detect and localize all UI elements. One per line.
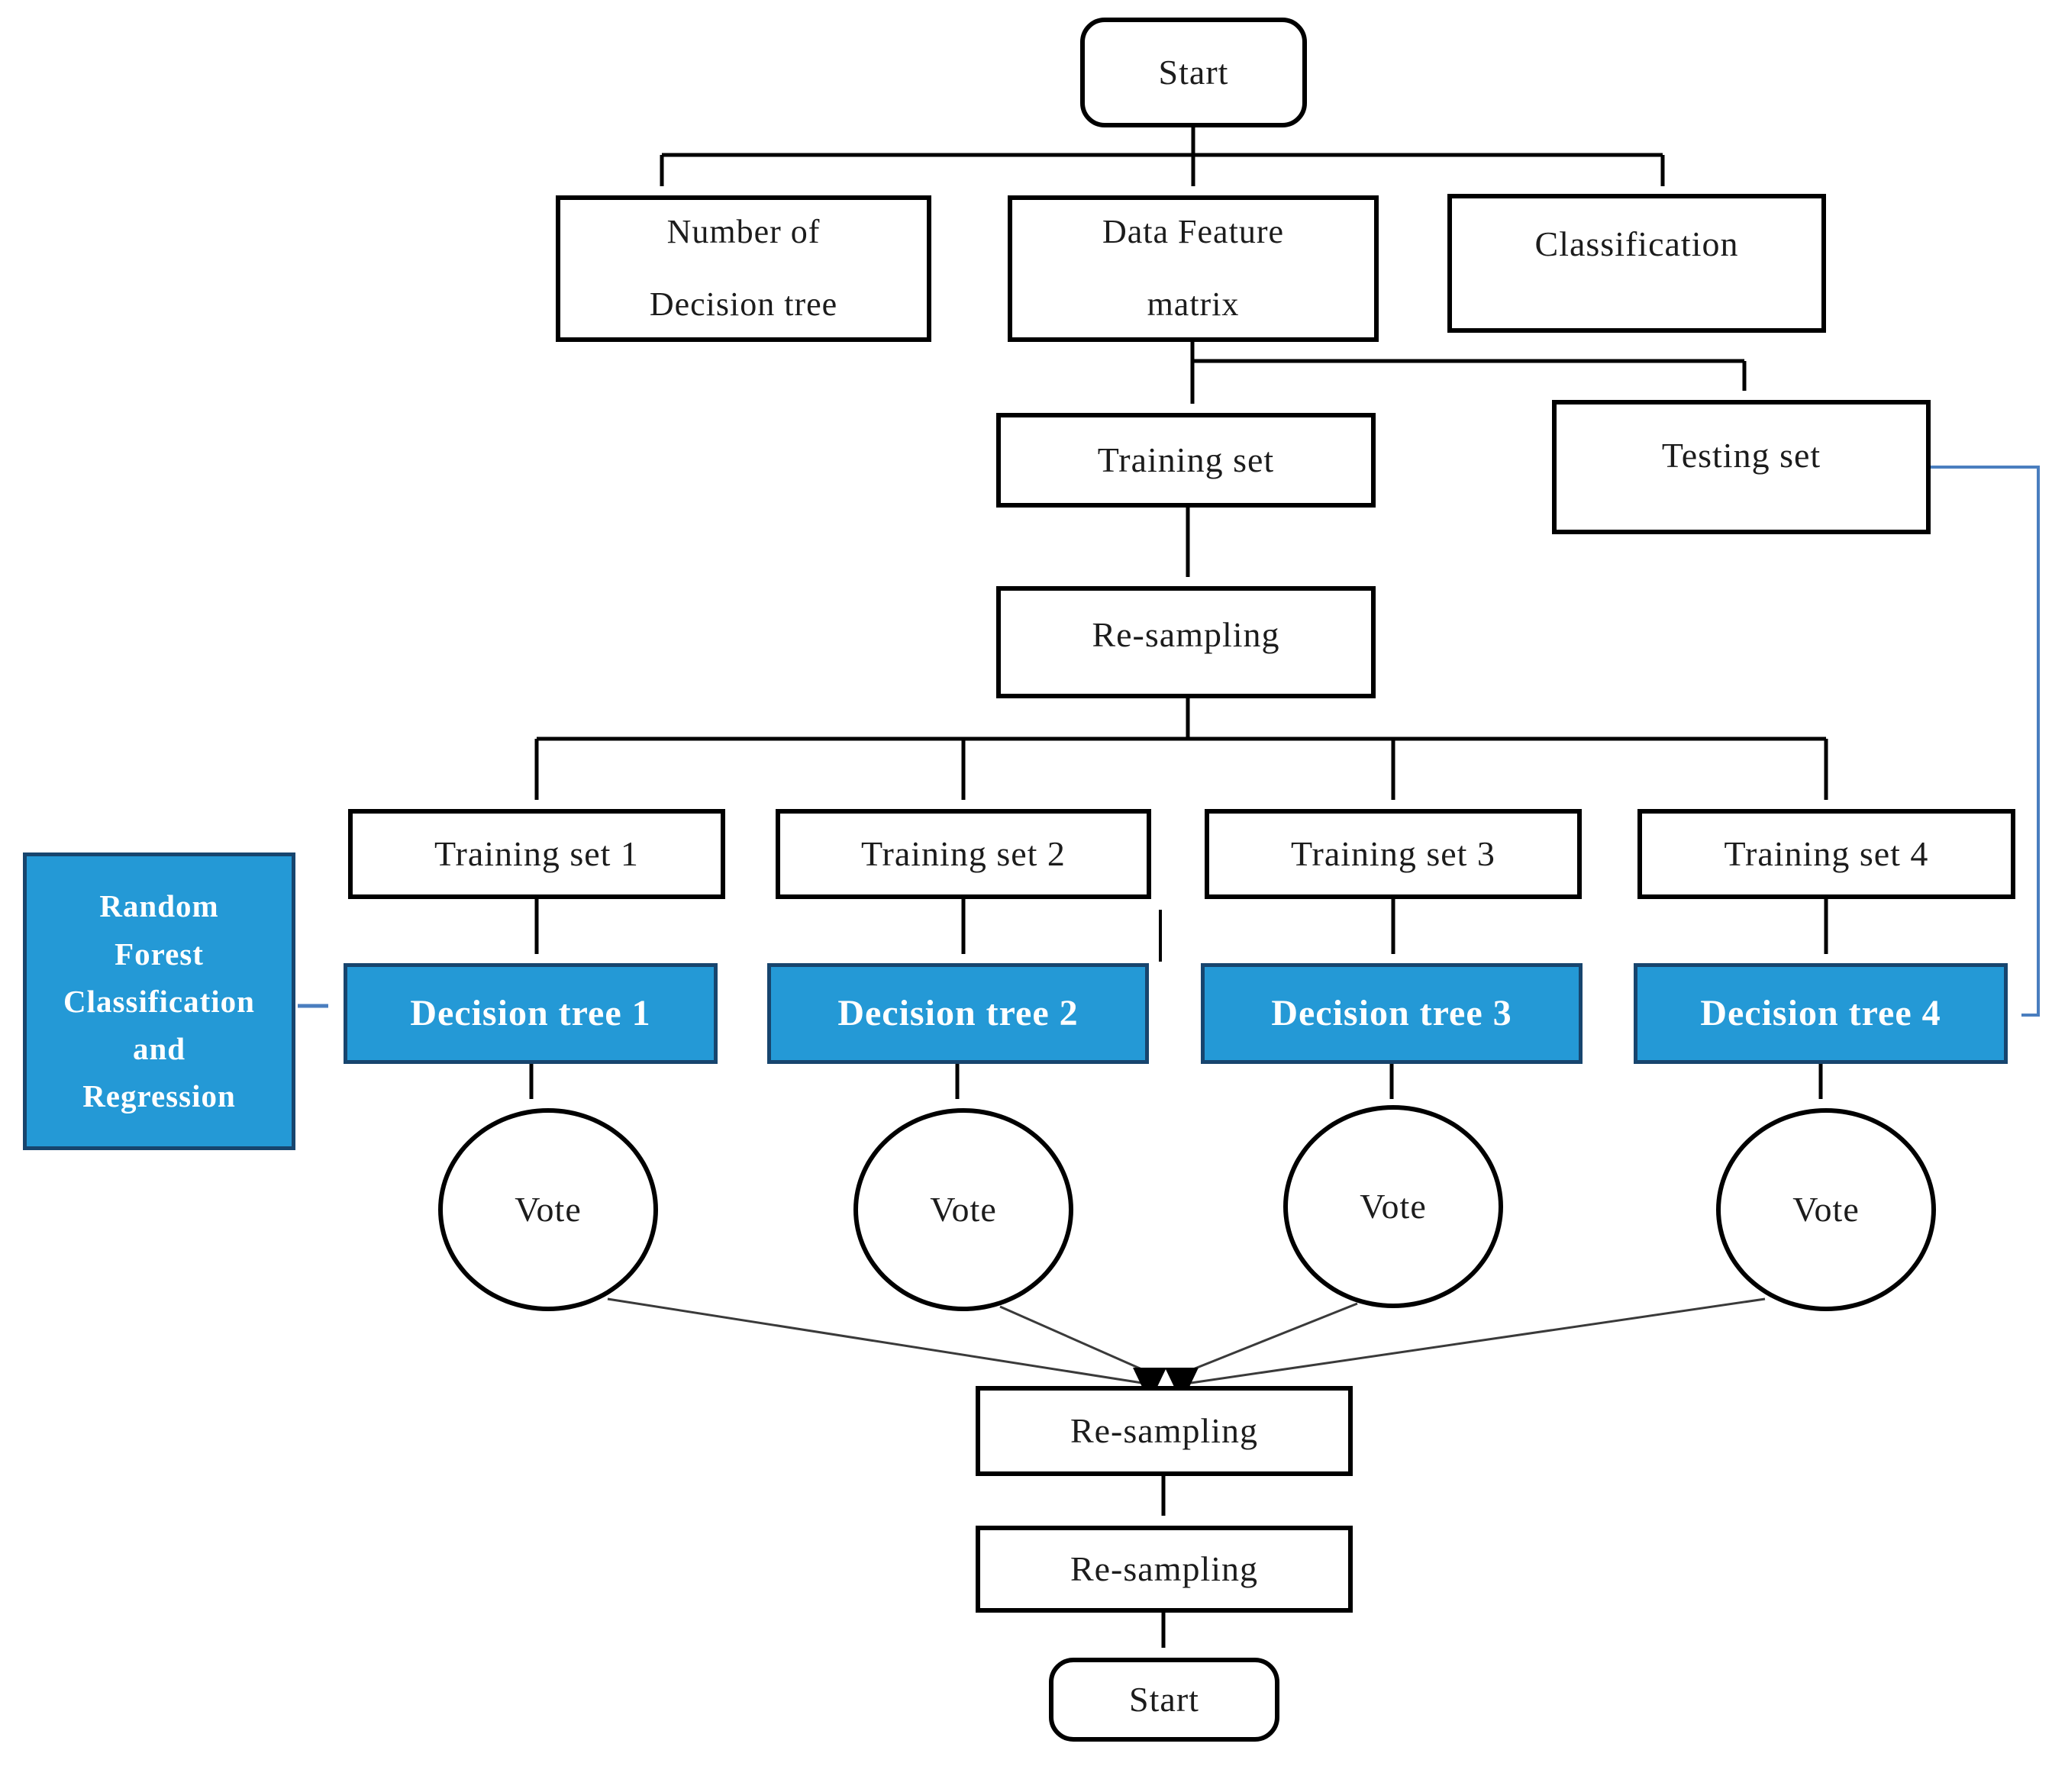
arrow-subsets-to-trees xyxy=(534,899,1828,954)
training-set-4-node: Training set 4 xyxy=(1637,809,2015,899)
number-of-decision-tree-node: Number of Decision tree xyxy=(556,195,931,342)
resampling-top-node: Re-sampling xyxy=(996,586,1376,698)
arrow-votes-to-resampling xyxy=(607,1297,1766,1384)
vote-2-node: Vote xyxy=(853,1108,1073,1311)
decision-tree-3-node: Decision tree 3 xyxy=(1201,963,1583,1064)
arrow-resampling-to-subsets xyxy=(534,698,1828,800)
end-node: Start xyxy=(1049,1658,1279,1742)
decision-tree-4-node: Decision tree 4 xyxy=(1634,963,2008,1064)
training-set-3-node: Training set 3 xyxy=(1205,809,1582,899)
training-set-2-node: Training set 2 xyxy=(776,809,1151,899)
testing-set-node: Testing set xyxy=(1552,400,1931,534)
start-node: Start xyxy=(1080,18,1307,127)
data-feature-matrix-node: Data Feature matrix xyxy=(1008,195,1379,342)
arrow-start-to-row2 xyxy=(660,127,1665,186)
resampling-mid-node: Re-sampling xyxy=(976,1386,1353,1476)
arrow-trees-to-votes xyxy=(529,1064,1823,1099)
random-forest-label-box: Random Forest Classification and Regress… xyxy=(23,852,295,1150)
training-set-node: Training set xyxy=(996,413,1376,508)
decision-tree-2-node: Decision tree 2 xyxy=(767,963,1149,1064)
training-set-1-node: Training set 1 xyxy=(348,809,725,899)
vote-3-node: Vote xyxy=(1283,1105,1503,1308)
vote-1-node: Vote xyxy=(438,1108,658,1311)
converge-arrowheads xyxy=(1133,1368,1199,1403)
decision-tree-1-node: Decision tree 1 xyxy=(344,963,718,1064)
resampling-bottom-node: Re-sampling xyxy=(976,1526,1353,1613)
connector-testing-to-tree4 xyxy=(1931,466,2040,1017)
vote-4-node: Vote xyxy=(1716,1108,1936,1311)
classification-node: Classification xyxy=(1447,194,1826,333)
arrow-feature-to-train-test xyxy=(1190,342,1747,404)
